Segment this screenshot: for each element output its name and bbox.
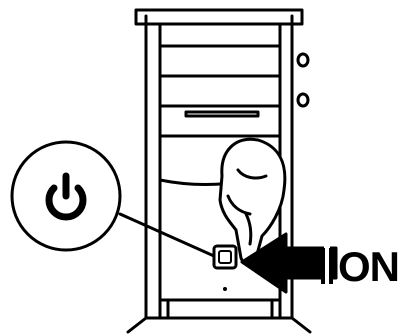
bay-indicators	[296, 52, 310, 108]
drive-bays	[158, 44, 282, 138]
hand-icon	[218, 137, 287, 266]
tower-power-button	[212, 244, 238, 291]
on-label: ON	[338, 243, 400, 290]
pointer-arrow	[240, 232, 338, 294]
power-icon	[45, 172, 87, 221]
on-bars	[321, 248, 333, 284]
callout-leader-line	[118, 212, 216, 258]
power-callout-circle	[10, 140, 122, 252]
